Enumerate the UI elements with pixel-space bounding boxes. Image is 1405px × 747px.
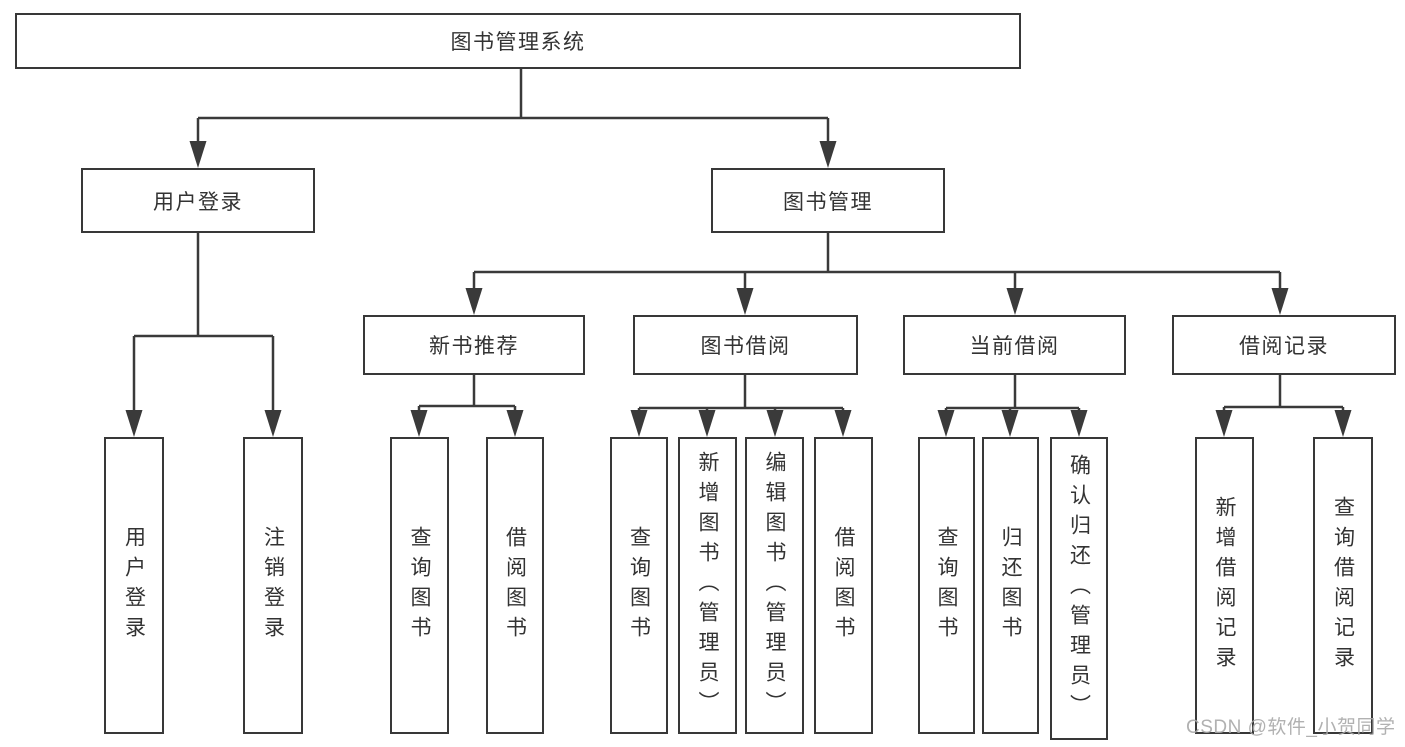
- connector-lines: [132, 68, 1345, 414]
- node-current-borrow: 当前借阅: [903, 315, 1126, 375]
- leaf-add-borrow-record: 新增借阅记录: [1195, 437, 1254, 734]
- node-root-system: 图书管理系统: [15, 13, 1021, 69]
- node-new-book-recommend: 新书推荐: [363, 315, 585, 375]
- leaf-query-borrow-record: 查询借阅记录: [1313, 437, 1373, 734]
- leaf-borrow-books-recommend: 借阅图书: [486, 437, 544, 734]
- node-borrow-records: 借阅记录: [1172, 315, 1396, 375]
- node-book-management-branch: 图书管理: [711, 168, 945, 233]
- leaf-user-login: 用户登录: [104, 437, 164, 734]
- leaf-borrow-books: 借阅图书: [814, 437, 873, 734]
- leaf-query-books-current: 查询图书: [918, 437, 975, 734]
- leaf-query-books-borrow: 查询图书: [610, 437, 668, 734]
- leaf-confirm-return-admin: 确认归还（管理员）: [1050, 437, 1108, 740]
- leaf-edit-books-admin: 编辑图书（管理员）: [745, 437, 804, 734]
- leaf-add-books-admin: 新增图书（管理员）: [678, 437, 737, 734]
- leaf-logout: 注销登录: [243, 437, 303, 734]
- leaf-return-books: 归还图书: [982, 437, 1039, 734]
- csdn-watermark: CSDN @软件_小贺同学: [1186, 717, 1396, 738]
- node-user-login-branch: 用户登录: [81, 168, 315, 233]
- arrowheads: [125, 141, 1352, 437]
- node-book-borrow: 图书借阅: [633, 315, 858, 375]
- leaf-query-books-recommend: 查询图书: [390, 437, 449, 734]
